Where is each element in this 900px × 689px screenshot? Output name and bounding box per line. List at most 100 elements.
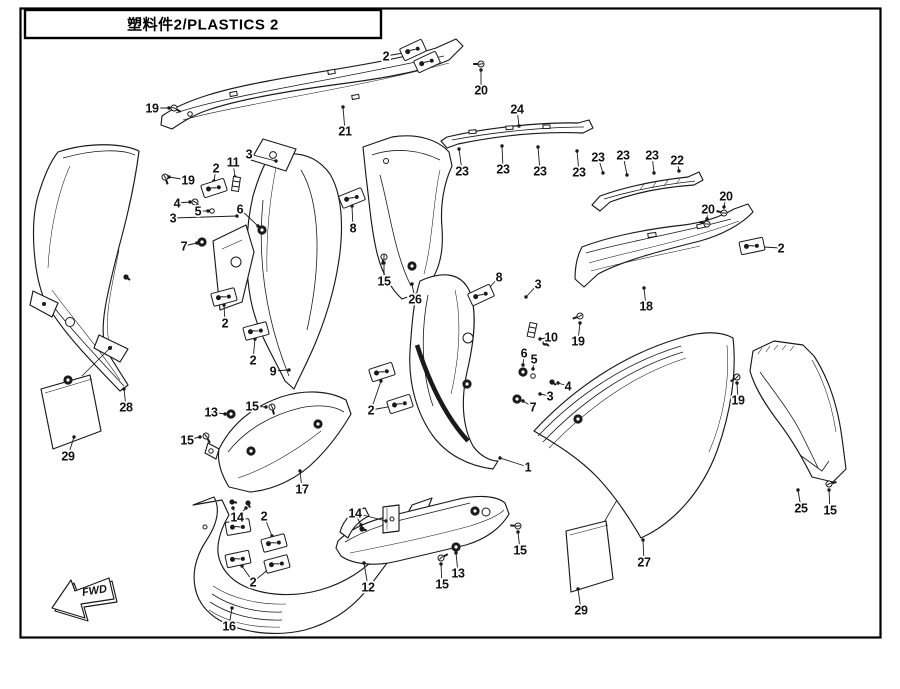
callout-19: 19: [731, 393, 745, 407]
callout-2: 2: [250, 353, 257, 367]
plate-icon: [260, 533, 288, 553]
leader-dot: [521, 399, 525, 403]
leader-line: [501, 145, 504, 170]
plate-icon: [386, 394, 414, 414]
screw-icon: [202, 432, 211, 444]
callout-5: 5: [531, 352, 538, 366]
callout-2: 2: [383, 49, 390, 63]
leader-line: [385, 52, 404, 57]
part-24-outline: [440, 119, 594, 149]
leader-line: [622, 154, 628, 176]
screw-icon: [510, 522, 522, 530]
callout-21: 21: [338, 124, 352, 138]
leader-line: [522, 400, 534, 408]
callout-5: 5: [195, 204, 202, 218]
callout-15: 15: [245, 399, 259, 413]
leader-line: [762, 246, 782, 249]
leader-dot: [575, 149, 579, 153]
washer-icon: [530, 373, 536, 379]
leader-dot: [722, 205, 726, 209]
part-1-outline: [409, 274, 499, 470]
leader-dot: [72, 435, 76, 439]
fwd-arrow: FWD: [51, 577, 118, 622]
callout-14: 14: [348, 506, 362, 520]
washer-icon: [209, 208, 215, 214]
leader-line: [299, 470, 303, 490]
plate-icon: [467, 284, 495, 306]
callout-2: 2: [261, 509, 268, 523]
callout-23: 23: [572, 165, 586, 179]
leader-line: [577, 322, 581, 342]
bolt-icon: [229, 499, 238, 505]
callout-18: 18: [639, 299, 653, 313]
callout-20: 20: [719, 189, 733, 203]
grommet-icon: [512, 394, 522, 404]
leader-dot: [122, 387, 126, 391]
leader-dot: [362, 561, 366, 565]
plate-icon: [200, 178, 228, 198]
callout-29: 29: [61, 449, 75, 463]
callout-20: 20: [701, 202, 715, 216]
part-25-outline: [749, 340, 847, 483]
leader-dot: [536, 145, 540, 149]
callout-23: 23: [591, 150, 605, 164]
leader-dot: [198, 435, 202, 439]
part-29-left-outline: [40, 345, 113, 450]
leader-line: [363, 562, 369, 588]
leader-line: [455, 552, 459, 574]
grommet-icon: [573, 414, 583, 424]
bolt-icon: [549, 379, 557, 386]
leader-dot: [625, 173, 629, 177]
leader-line: [411, 283, 416, 300]
leader-dot: [578, 321, 582, 325]
leader-line: [642, 539, 645, 563]
leader-dot: [642, 286, 646, 290]
leader-dot: [167, 106, 171, 110]
leader-line: [597, 156, 604, 174]
callout-4: 4: [565, 379, 572, 393]
page-title: 塑料件2/PLASTICS 2: [127, 16, 279, 34]
callout-16: 16: [222, 619, 236, 633]
leader-line: [828, 489, 831, 511]
leader-line: [223, 304, 226, 324]
title-box: [23, 8, 383, 40]
leader-dot: [538, 392, 542, 396]
plate-icon: [368, 362, 396, 382]
leader-dot: [379, 379, 383, 383]
leader-line: [168, 176, 189, 181]
parts-layer: [29, 38, 847, 634]
leader-line: [576, 150, 580, 173]
callout-3: 3: [170, 211, 177, 225]
part-18-outline: [574, 203, 754, 288]
part-9-outline: [212, 138, 343, 390]
plate-icon: [413, 51, 441, 73]
callout-23: 23: [645, 148, 659, 162]
callout-8: 8: [496, 270, 503, 284]
screw-icon: [170, 104, 182, 113]
leader-line: [342, 106, 346, 132]
leader-dot: [735, 381, 739, 385]
grommet-icon: [470, 506, 480, 516]
callout-7: 7: [181, 239, 188, 253]
leader-line: [239, 208, 259, 227]
leader-line: [651, 154, 655, 174]
leader-line: [736, 382, 739, 401]
callout-25: 25: [794, 501, 808, 515]
leader-dot: [516, 530, 520, 534]
leader-line: [232, 161, 236, 178]
callout-6: 6: [237, 202, 244, 216]
clip-icon: [230, 176, 242, 192]
leader-line: [252, 338, 256, 361]
leader-dot: [796, 488, 800, 492]
grommet-icon: [407, 261, 417, 271]
callout-14: 14: [230, 510, 244, 524]
screw-icon: [268, 403, 276, 415]
leader-line: [210, 411, 226, 415]
leader-line: [723, 195, 727, 208]
callout-1: 1: [525, 460, 532, 474]
leader-line: [539, 336, 552, 340]
leader-dot: [359, 523, 363, 527]
leader-line: [272, 369, 290, 372]
